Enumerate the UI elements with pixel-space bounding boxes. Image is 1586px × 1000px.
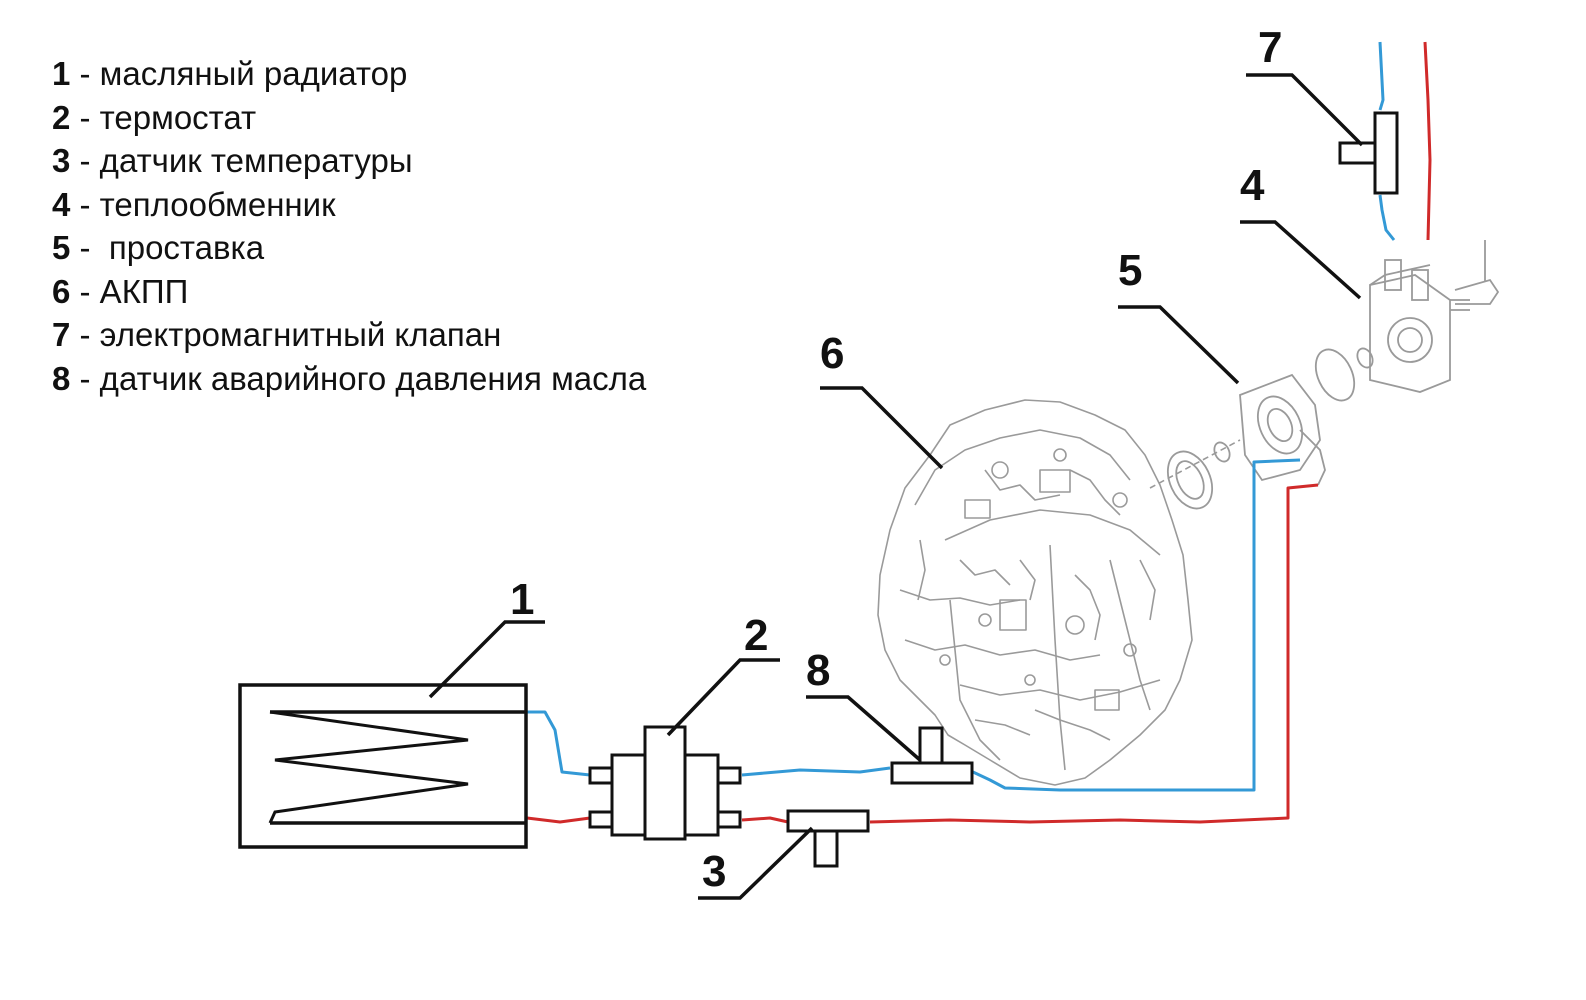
legend-number: 5 bbox=[52, 229, 71, 266]
callout-radiator: 1 bbox=[510, 575, 534, 624]
legend: 1 - масляный радиатор 2 - термостат 3 - … bbox=[52, 52, 646, 400]
legend-item: 1 - масляный радиатор bbox=[52, 52, 646, 96]
legend-text: - датчик аварийного давления масла bbox=[70, 359, 647, 397]
legend-item: 6 - АКПП bbox=[52, 270, 646, 314]
legend-item: 7 - электромагнитный клапан bbox=[52, 313, 646, 357]
callout-heat-exchanger: 4 bbox=[1240, 161, 1265, 210]
callout-spacer: 5 bbox=[1118, 246, 1142, 295]
leader-lines bbox=[428, 73, 1364, 900]
callout-thermostat: 2 bbox=[744, 611, 768, 660]
legend-item: 3 - датчик температуры bbox=[52, 139, 646, 183]
legend-number: 7 bbox=[52, 316, 71, 353]
legend-number: 6 bbox=[52, 272, 71, 310]
spacer-assembly bbox=[1166, 347, 1374, 510]
callout-pressure-sensor: 8 bbox=[806, 646, 830, 695]
callout-transmission: 6 bbox=[820, 329, 844, 378]
callout-temperature-sensor: 3 bbox=[702, 847, 726, 896]
legend-text: - теплообменник bbox=[70, 185, 336, 223]
legend-number: 4 bbox=[52, 185, 71, 223]
legend-item: 2 - термостат bbox=[52, 96, 646, 140]
legend-text: - АКПП bbox=[70, 272, 189, 310]
legend-text: - проставка bbox=[70, 229, 265, 266]
legend-number: 3 bbox=[52, 142, 71, 179]
legend-item: 5 - проставка bbox=[52, 226, 646, 270]
legend-text: - датчик температуры bbox=[70, 142, 413, 179]
callout-solenoid-valve: 7 bbox=[1258, 23, 1282, 72]
legend-item: 8 - датчик аварийного давления масла bbox=[52, 357, 646, 401]
legend-item: 4 - теплообменник bbox=[52, 183, 646, 227]
solenoid-valve bbox=[1338, 111, 1399, 195]
legend-text: - термостат bbox=[70, 98, 257, 136]
pressure-sensor bbox=[890, 726, 974, 785]
cold-oil-lines bbox=[527, 41, 1396, 792]
hot-oil-lines bbox=[526, 41, 1432, 824]
oil-radiator bbox=[238, 683, 528, 849]
thermostat bbox=[588, 725, 742, 841]
transmission-sketch bbox=[877, 399, 1241, 786]
heat-exchanger-sketch bbox=[1369, 240, 1500, 393]
legend-number: 1 bbox=[52, 55, 71, 92]
legend-number: 8 bbox=[52, 359, 71, 397]
legend-number: 2 bbox=[52, 98, 71, 136]
legend-text: - электромагнитный клапан bbox=[70, 316, 502, 353]
temperature-sensor bbox=[786, 809, 870, 868]
legend-text: - масляный радиатор bbox=[70, 55, 408, 92]
